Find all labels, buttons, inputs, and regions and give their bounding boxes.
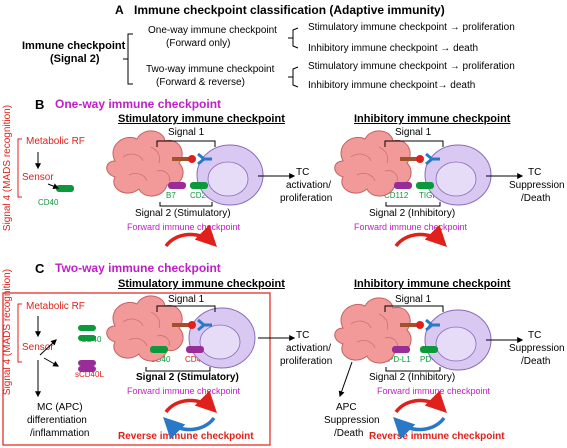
panel-b-outcome-right-2: Suppression bbox=[509, 180, 565, 191]
panel-c-mc-1: MC (APC) bbox=[37, 402, 83, 413]
panel-c-outcome-left-3: proliferation bbox=[280, 356, 333, 367]
panel-c-signal4: Signal 4 (MADS recognition) bbox=[2, 268, 13, 396]
stim-outcome-1: Stimulatory immune checkpoint → prolifer… bbox=[308, 22, 515, 33]
panel-c-signal1-right: Signal 1 bbox=[395, 294, 432, 305]
panel-b-signal1-right: Signal 1 bbox=[395, 127, 432, 138]
panel-c-stim-heading: Stimulatory immune checkpoint bbox=[118, 278, 285, 290]
panel-b-apc-left: APC bbox=[130, 154, 154, 166]
panel-c-apc-supp-2: Suppression bbox=[324, 415, 380, 426]
panel-b-tc-left: Naïve TC bbox=[213, 160, 256, 171]
panel-b-cd112-label: CD112 bbox=[384, 191, 409, 200]
panel-c-apc-supp-3: /Death bbox=[334, 428, 364, 439]
panel-b-title: One-way immune checkpoint bbox=[55, 97, 222, 111]
signal2-root: (Signal 2) bbox=[50, 53, 100, 65]
panel-b-cd40-label: CD40 bbox=[38, 198, 59, 207]
panel-c-scd40l-label: sCD40L bbox=[75, 370, 104, 379]
panel-b-signal1-left: Signal 1 bbox=[168, 127, 205, 138]
panel-c-title: Two-way immune checkpoint bbox=[55, 261, 221, 275]
oneway-sub: (Forward only) bbox=[166, 38, 231, 49]
panel-c-pdl1-label: PD-L1 bbox=[388, 355, 411, 364]
panel-c-tc-right: Naïve TC bbox=[440, 325, 483, 336]
inhib-outcome-2: Inhibitory immune checkpoint→ death bbox=[308, 80, 476, 91]
panel-b-outcome-left-1: TC bbox=[296, 167, 310, 178]
panel-b-outcome-left-3: proliferation bbox=[280, 193, 333, 204]
oneway-label: One-way immune checkpoint bbox=[148, 25, 277, 36]
panel-b-outcome-right-1: TC bbox=[528, 167, 542, 178]
panel-c-mc-2: differentiation bbox=[27, 415, 87, 426]
panel-c-pd1-label: PD-1 bbox=[420, 355, 439, 364]
panel-a-title: Immune checkpoint classification (Adapti… bbox=[134, 3, 445, 17]
panel-c-outcome-right-2: Suppression bbox=[509, 343, 565, 354]
panel-b-tigit-label: TIGIT bbox=[419, 191, 440, 200]
panel-b-forward-right: Forward immune checkpoint bbox=[354, 222, 468, 232]
immune-checkpoint-root: Immune checkpoint bbox=[22, 40, 126, 52]
panel-c-inhib-heading: Inhibitory immune checkpoint bbox=[354, 278, 511, 290]
panel-b-apc-right: APC bbox=[358, 154, 382, 166]
panel-a-letter: A bbox=[115, 3, 124, 17]
panel-c-apc-supp-1: APC bbox=[336, 402, 357, 413]
panel-c-signal1-left: Signal 1 bbox=[168, 294, 205, 305]
panel-b-forward-left: Forward immune checkpoint bbox=[127, 222, 241, 232]
panel-b-signal4: Signal 4 (MADS recognition) bbox=[2, 104, 13, 232]
panel-c-apc-right: APC bbox=[358, 321, 382, 333]
panel-c-reverse-right: Reverse immune checkpoint bbox=[369, 431, 505, 442]
panel-c-forward-left: Forward immune checkpoint bbox=[127, 386, 241, 396]
panel-c-outcome-left-1: TC bbox=[296, 330, 310, 341]
panel-b-tc-right: Naïve TC bbox=[440, 160, 483, 171]
panel-b-stim-heading: Stimulatory immune checkpoint bbox=[118, 113, 285, 125]
panel-c-apc-left: APC bbox=[136, 319, 160, 331]
inhib-outcome-1: Inhibitory immune checkpoint → death bbox=[308, 43, 479, 54]
twoway-label: Two-way immune checkpoint bbox=[146, 64, 275, 75]
panel-c-forward-right: Forward immune checkpoint bbox=[377, 386, 491, 396]
stim-outcome-2: Stimulatory immune checkpoint → prolifer… bbox=[308, 61, 515, 72]
panel-c-letter: C bbox=[35, 261, 45, 276]
panel-b-b7-label: B7 bbox=[166, 191, 176, 200]
panel-b-inhib-heading: Inhibitory immune checkpoint bbox=[354, 113, 511, 125]
panel-c-metabolic-rf: Metabolic RF bbox=[26, 301, 85, 312]
panel-b-cd28-label: CD28 bbox=[190, 191, 211, 200]
panel-b-outcome-left-2: activation/ bbox=[286, 180, 332, 191]
panel-c-mc-3: /inflammation bbox=[30, 428, 90, 439]
panel-b-letter: B bbox=[35, 97, 45, 112]
panel-c-cd40l-label: CD40L bbox=[185, 355, 210, 364]
panel-c-signal2-stim: Signal 2 (Stimulatory) bbox=[136, 372, 239, 383]
panel-b-sensor: Sensor bbox=[22, 172, 54, 183]
panel-c-outcome-right-1: TC bbox=[528, 330, 542, 341]
panel-b-outcome-right-3: /Death bbox=[521, 193, 551, 204]
panel-b-signal2-inhib: Signal 2 (Inhibitory) bbox=[369, 208, 456, 219]
panel-c-reverse-left: Reverse immune checkpoint bbox=[118, 431, 254, 442]
panel-c-cd40-top-label: CD40 bbox=[81, 335, 102, 344]
panel-c-tc-left: Naïve TC bbox=[201, 319, 249, 331]
panel-c-sensor: Sensor bbox=[22, 342, 54, 353]
panel-c-cd40-label: CD40 bbox=[150, 355, 171, 364]
panel-c-outcome-right-3: /Death bbox=[521, 356, 551, 367]
twoway-sub: (Forward & reverse) bbox=[156, 77, 245, 88]
panel-c-signal2-inhib: Signal 2 (Inhibitory) bbox=[369, 372, 456, 383]
panel-b-signal2-stim: Signal 2 (Stimulatory) bbox=[135, 208, 231, 219]
panel-c-outcome-left-2: activation/ bbox=[286, 343, 332, 354]
panel-b-metabolic-rf: Metabolic RF bbox=[26, 136, 85, 147]
